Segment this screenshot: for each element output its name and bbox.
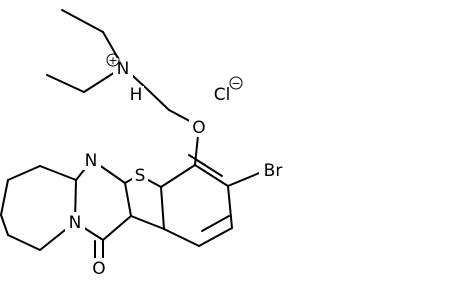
bond (102, 215, 132, 241)
atom-label-pyrimidine-n: N (85, 151, 98, 171)
bond (188, 154, 223, 177)
negative-charge-ring (229, 76, 243, 90)
bond (124, 182, 132, 217)
bond (130, 215, 165, 230)
bond (39, 165, 77, 181)
bond (7, 165, 41, 181)
bond (198, 227, 233, 247)
bond-layer (0, 9, 270, 259)
chloride-charge: − (231, 77, 240, 90)
atom-label-sulfur: S (135, 166, 146, 186)
bond (160, 186, 165, 230)
bond (163, 228, 200, 247)
bond (46, 74, 85, 93)
bond (0, 214, 9, 236)
atom-layer: N H + Cl − O Br S N N O (65, 53, 287, 279)
atom-label-ether-o: O (192, 118, 205, 138)
bond (160, 164, 196, 188)
bond (7, 234, 41, 251)
positive-charge-ring (106, 53, 120, 67)
bond (61, 9, 104, 33)
atom-label-chloride: Cl (214, 85, 231, 105)
bond (227, 185, 233, 229)
atom-label-azepine-n: N (69, 213, 82, 233)
atom-label-ammonium-n: N (117, 59, 130, 79)
ammonium-charge: + (108, 54, 117, 67)
bond (201, 215, 230, 232)
atom-label-bromine: Br (264, 161, 283, 181)
atom-label-carbonyl-o: O (92, 259, 105, 279)
bond (145, 87, 170, 111)
atom-label-ammonium-h: H (130, 85, 143, 105)
bond (194, 164, 229, 187)
bond (0, 179, 9, 216)
